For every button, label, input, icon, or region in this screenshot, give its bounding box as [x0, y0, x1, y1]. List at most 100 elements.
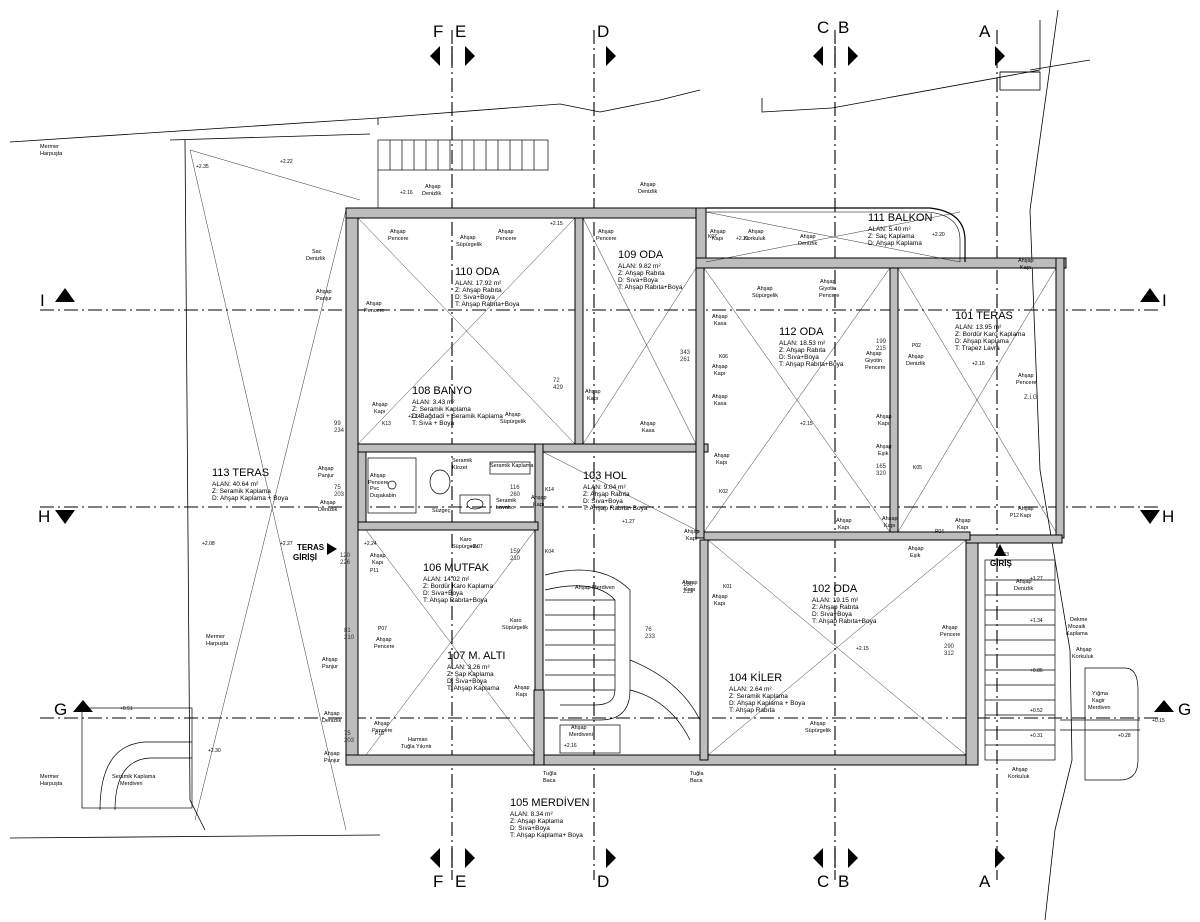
svg-text:+1.34: +1.34	[1030, 618, 1043, 624]
svg-text:Z: Ahşap Rabıta: Z: Ahşap Rabıta	[812, 604, 859, 611]
svg-text:Pencere: Pencere	[374, 644, 395, 650]
svg-text:Ahşap: Ahşap	[376, 637, 392, 643]
svg-text:D: Ahşap Kaplama: D: Ahşap Kaplama	[955, 338, 1009, 345]
mermer-harpusta-top: Mermer Harpuşta	[40, 144, 63, 157]
svg-text:ALAN: 8.34 m²: ALAN: 8.34 m²	[510, 811, 553, 818]
svg-text:99: 99	[334, 421, 341, 427]
svg-text:P12: P12	[1010, 513, 1019, 519]
ahsap-denizlik-label-7: Ahşap Denizlik	[322, 711, 342, 724]
svg-text:D: Sıva+Boya: D: Sıva+Boya	[455, 294, 495, 301]
svg-text:Kapı: Kapı	[1020, 265, 1031, 271]
svg-text:Süpürgelik: Süpürgelik	[752, 293, 778, 299]
svg-text:Denizlik: Denizlik	[1014, 586, 1034, 592]
svg-text:+1.27: +1.27	[622, 519, 635, 525]
svg-text:159: 159	[510, 549, 521, 555]
ahsap-kasa-label-1: Ahşap Kasa	[712, 314, 728, 327]
ahsap-korkuluk-label-2: Ahşap Korkuluk	[1072, 647, 1094, 660]
svg-text:Ahşap: Ahşap	[320, 500, 336, 506]
svg-text:Panjur: Panjur	[318, 473, 334, 479]
svg-text:116: 116	[510, 485, 520, 491]
ahsap-supurgelik-label-3: Ahşap Süpürgelik	[752, 286, 778, 299]
svg-text:Panjur: Panjur	[324, 758, 340, 764]
svg-text:Kasa: Kasa	[714, 401, 727, 407]
site-context	[9, 9, 1091, 921]
svg-text:T: Ahşap Rabıta+Boya: T: Ahşap Rabıta+Boya	[812, 618, 877, 625]
teras-girisi-label: TERAS GİRİŞİ	[293, 543, 337, 562]
harman-tugla-label: Harman Tuğla Yıkıntı	[401, 737, 432, 750]
svg-text:Pencere: Pencere	[819, 293, 840, 299]
ahsap-denizlik-label-6: Ahşap Denizlik	[318, 500, 338, 513]
balcony-outline	[706, 207, 966, 262]
ahsap-kasa-label-2: Ahşap Kasa	[712, 394, 728, 407]
svg-text:233: 233	[645, 634, 656, 640]
axis-label-g-right: G	[1178, 700, 1191, 719]
ahsap-kapi-label-11: Ahşap Kapı	[836, 518, 852, 531]
ahsap-pencere-label-3: Ahşap Pencere	[596, 229, 617, 242]
svg-text:K04: K04	[545, 549, 554, 555]
room-107-m-alti: 107 M. ALTI ALAN: 3.26 m² Z: Şap Kaplama…	[447, 650, 506, 692]
room-101-teras: 101 TERAS ALAN: 13.95 m² Z: Bordür Karo …	[955, 310, 1025, 352]
svg-text:215: 215	[876, 346, 887, 352]
svg-text:110 ODA: 110 ODA	[455, 266, 500, 278]
room-102-oda: 102 ODA ALAN: 19.15 m² Z: Ahşap Rabıta D…	[812, 583, 877, 625]
svg-text:Ahşap: Ahşap	[498, 229, 514, 235]
svg-text:Seramik: Seramik	[452, 458, 472, 464]
svg-text:T: Ahşap Rabıta+Boya: T: Ahşap Rabıta+Boya	[423, 597, 488, 604]
svg-text:Kapı: Kapı	[838, 525, 849, 531]
svg-text:Duşakabin: Duşakabin	[370, 493, 396, 499]
room-diagonals	[189, 149, 1057, 831]
svg-text:Korkuluk: Korkuluk	[1072, 654, 1094, 660]
ahsap-supurgelik-label-2: Ahşap Süpürgelik	[500, 412, 526, 425]
svg-text:Z: Seramik Kaplama: Z: Seramik Kaplama	[212, 488, 271, 495]
ahsap-kapi-label-6: Ahşap Kapı	[876, 414, 892, 427]
svg-text:76: 76	[645, 627, 652, 633]
axis-label-i-left: I	[40, 291, 45, 310]
svg-text:Ahşap: Ahşap	[640, 421, 656, 427]
svg-text:Z.İ.G: Z.İ.G	[1024, 394, 1038, 401]
svg-text:Karo: Karo	[510, 618, 522, 624]
ahsap-kapi-label-8: Ahşap Kapı	[1018, 506, 1034, 519]
svg-text:Ahşap: Ahşap	[684, 529, 700, 535]
svg-text:81: 81	[344, 628, 351, 634]
axis-label-h-left: H	[38, 507, 50, 526]
svg-text:Mermer: Mermer	[40, 144, 59, 150]
svg-text:D: Ahşap Kaplama: D: Ahşap Kaplama	[868, 240, 922, 247]
svg-text:Pencere: Pencere	[368, 480, 389, 486]
ahsap-pencere-label-4: Ahşap Pencere	[364, 301, 385, 314]
svg-text:213: 213	[683, 589, 694, 595]
room-105-merdiven: 105 MERDİVEN ALAN: 8.34 m² Z: Ahşap Kapl…	[510, 796, 590, 839]
svg-text:Ahşap: Ahşap	[425, 184, 441, 190]
ahsap-denizlik-label-2: Ahşap Denizlik	[638, 182, 658, 195]
svg-text:ALAN: 13.95 m²: ALAN: 13.95 m²	[955, 324, 1002, 331]
svg-text:P10: P10	[375, 731, 384, 737]
svg-text:T: Ahşap Rabıta: T: Ahşap Rabıta	[729, 707, 775, 714]
room-112-oda: 112 ODA ALAN: 18.53 m² Z: Ahşap Rabıta D…	[779, 326, 844, 368]
svg-text:Ahşap: Ahşap	[876, 414, 892, 420]
svg-text:Ahşap: Ahşap	[1016, 579, 1032, 585]
svg-text:429: 429	[553, 385, 564, 391]
svg-text:Ahşap: Ahşap	[1018, 373, 1034, 379]
svg-text:ALAN: 3.43 m²: ALAN: 3.43 m²	[412, 399, 455, 406]
svg-text:Ahşap: Ahşap	[810, 721, 826, 727]
svg-text:Ahşap: Ahşap	[390, 229, 406, 235]
svg-text:Z: Seramik Kaplama: Z: Seramik Kaplama	[729, 693, 788, 700]
svg-text:Süpürgelik: Süpürgelik	[456, 242, 482, 248]
door-codes: K06 K07 K13 K14 K04 K02 K01 K05 K03 P07 …	[370, 234, 1019, 737]
svg-text:203: 203	[334, 492, 345, 498]
svg-text:Yığma: Yığma	[1092, 691, 1109, 697]
svg-text:Seramik Kaplama: Seramik Kaplama	[490, 463, 534, 469]
svg-text:312: 312	[944, 651, 955, 657]
svg-text:+2.16: +2.16	[564, 743, 577, 749]
svg-text:K14: K14	[545, 487, 554, 493]
sac-denizlik-label: Sac Denizlik	[306, 249, 326, 262]
svg-text:Ahşap: Ahşap	[324, 711, 340, 717]
dekme-mozaik-label: Dekme Mozaik Kaplama	[1066, 617, 1089, 637]
mermer-harpusta-mid: Mermer Harpuşta	[206, 634, 229, 647]
ahsap-denizlik-label-5: Ahşap Denizlik	[1014, 579, 1034, 592]
svg-text:Ahşap: Ahşap	[714, 453, 730, 459]
svg-text:D: Ahşap Kaplama + Boya: D: Ahşap Kaplama + Boya	[729, 700, 805, 707]
svg-text:Kapı: Kapı	[533, 502, 544, 508]
svg-text:Ahşap Merdiven: Ahşap Merdiven	[575, 585, 615, 591]
svg-text:T: Trapez Lavra: T: Trapez Lavra	[955, 345, 1000, 352]
svg-text:Denizlik: Denizlik	[318, 507, 338, 513]
